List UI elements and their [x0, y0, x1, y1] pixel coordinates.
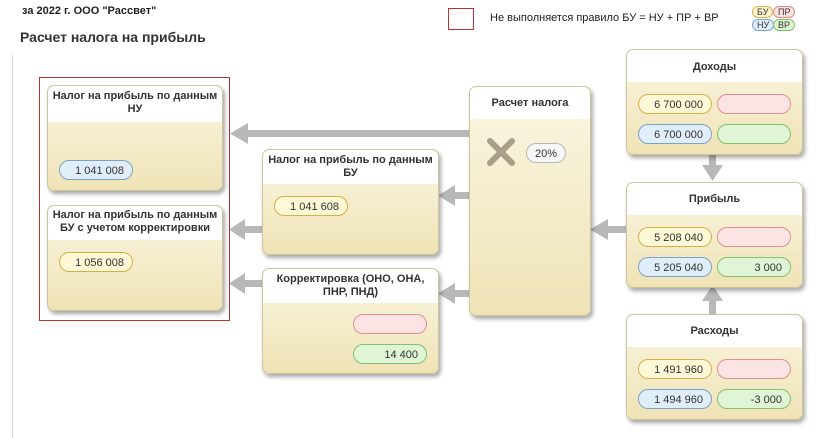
card-expenses-title: Расходы — [627, 315, 802, 347]
card-adjustment[interactable]: Корректировка (ОНО, ОНА, ПНР, ПНД) 14 40… — [262, 268, 439, 374]
profit-nu-field[interactable]: 5 205 040 — [638, 257, 712, 277]
legend-tag-bu: БУ — [752, 6, 774, 18]
profit-pr-field[interactable] — [717, 227, 791, 247]
card-tax-nu-title: Налог на прибыль по данным НУ — [48, 86, 222, 122]
income-pr-field[interactable] — [717, 94, 791, 114]
tax-bu-adjusted-bu-field[interactable]: 1 056 008 — [59, 252, 133, 272]
profit-vr-field[interactable]: 3 000 — [717, 257, 791, 277]
arrowhead-calc-to-tax-bu — [438, 185, 455, 206]
income-nu-field[interactable]: 6 700 000 — [638, 124, 712, 144]
card-tax-bu-title: Налог на прибыль по данным БУ — [263, 150, 438, 184]
rule-violation-frame — [39, 77, 230, 321]
tax-bu-bu-field[interactable]: 1 041 608 — [274, 196, 348, 216]
card-tax-bu[interactable]: Налог на прибыль по данным БУ 1 041 608 — [262, 149, 439, 255]
page-title: Расчет налога на прибыль — [20, 29, 206, 45]
report-period: за 2022 г. ООО "Рассвет" — [22, 5, 157, 17]
card-income[interactable]: Доходы 6 700 000 6 700 000 — [626, 49, 803, 155]
arrowhead-calc-to-adjustment — [438, 283, 455, 304]
tax-rate-field[interactable]: 20% — [526, 143, 566, 163]
card-tax-calculation[interactable]: Расчет налога 20% — [469, 86, 591, 316]
arrow-calc-to-tax-bu — [452, 192, 470, 199]
arrowhead-taxbu-to-adj — [229, 219, 245, 240]
legend-error-swatch — [448, 8, 474, 30]
arrow-income-to-profit — [709, 155, 716, 169]
legend-tag-nu: НУ — [752, 19, 775, 31]
card-tax-nu[interactable]: Налог на прибыль по данным НУ 1 041 008 — [47, 85, 223, 191]
income-vr-field[interactable] — [717, 124, 791, 144]
card-adjustment-title: Корректировка (ОНО, ОНА, ПНР, ПНД) — [263, 269, 438, 303]
arrowhead-profit-to-calc — [590, 219, 608, 240]
close-x-icon[interactable] — [486, 137, 516, 167]
expenses-vr-field[interactable]: -3 000 — [717, 389, 791, 409]
arrowhead-expenses-to-profit — [702, 285, 723, 301]
expenses-pr-field[interactable] — [717, 359, 791, 379]
profit-bu-field[interactable]: 5 208 040 — [638, 227, 712, 247]
arrow-profit-to-calc — [605, 226, 626, 233]
arrow-calc-to-tax-nu — [244, 130, 470, 137]
adjustment-pr-field[interactable] — [353, 314, 427, 334]
expenses-nu-field[interactable]: 1 494 960 — [638, 389, 712, 409]
card-expenses[interactable]: Расходы 1 491 960 1 494 960 -3 000 — [626, 314, 803, 420]
legend-tag-pr: ПР — [773, 6, 796, 18]
legend-tag-vr: ВР — [773, 19, 796, 31]
arrowhead-income-to-profit — [702, 165, 723, 181]
adjustment-vr-field[interactable]: 14 400 — [353, 344, 427, 364]
tax-nu-nu-field[interactable]: 1 041 008 — [59, 160, 133, 180]
card-profit[interactable]: Прибыль 5 208 040 5 205 040 3 000 — [626, 182, 803, 288]
arrow-expenses-to-profit — [709, 298, 716, 314]
arrow-adj-to-taxbuadj — [242, 280, 262, 287]
arrowhead-adj-to-taxbuadj — [229, 273, 245, 294]
arrow-taxbu-to-adj — [242, 226, 262, 233]
income-bu-field[interactable]: 6 700 000 — [638, 94, 712, 114]
card-tax-bu-adjusted[interactable]: Налог на прибыль по данным БУ с учетом к… — [47, 205, 223, 311]
arrowhead-calc-to-tax-nu — [230, 123, 248, 144]
left-divider — [12, 55, 13, 438]
legend-rule-text: Не выполняется правило БУ = НУ + ПР + ВР — [490, 12, 719, 24]
card-profit-title: Прибыль — [627, 183, 802, 215]
arrow-calc-to-adjustment — [452, 290, 470, 297]
card-tax-calculation-title: Расчет налога — [470, 87, 590, 119]
expenses-bu-field[interactable]: 1 491 960 — [638, 359, 712, 379]
card-income-title: Доходы — [627, 50, 802, 82]
card-tax-bu-adjusted-title: Налог на прибыль по данным БУ с учетом к… — [48, 206, 222, 240]
